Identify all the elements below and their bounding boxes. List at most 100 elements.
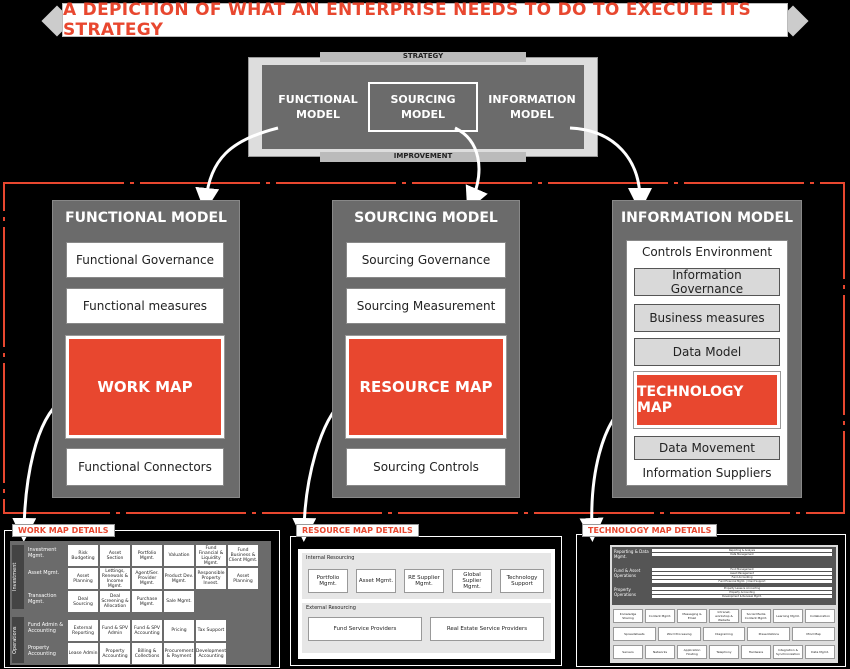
- strategy-sourcing-model: SOURCING MODEL: [368, 82, 478, 132]
- technology-cell: Messaging & Email: [677, 609, 707, 623]
- technology-operations-band: Reporting & Data Mgmt.Reporting & Analys…: [612, 547, 836, 605]
- internal-resourcing-group: Internal Resourcing Portfolio Mgmt. Asse…: [302, 553, 551, 599]
- work-map-cell: Deal Screening & Allocation: [100, 591, 130, 612]
- work-map-cell: External Reporting: [68, 620, 98, 641]
- work-map-row-label: Property Accounting: [28, 645, 56, 657]
- data-movement: Data Movement: [634, 436, 780, 460]
- internal-cell: RE Supplier Mgmt.: [404, 569, 444, 593]
- technology-cell: Diagraming: [702, 627, 746, 641]
- internal-cell: Technology Support: [500, 569, 544, 593]
- work-map-details-panel: Investment Operations Investment Mgmt. Ri…: [10, 541, 271, 665]
- technology-cell: Collaboration: [805, 609, 835, 623]
- external-cell: Real Estate Service Providers: [430, 617, 544, 641]
- work-map-cell: Asset Planning: [68, 568, 98, 589]
- sourcing-measurement: Sourcing Measurement: [346, 288, 506, 324]
- data-model: Data Model: [634, 338, 780, 366]
- work-map-details-tab: WORK MAP DETAILS: [12, 524, 115, 537]
- internal-cell: Global Suplier Mgmt.: [452, 569, 492, 593]
- work-map-row-label: Transaction Mgmt.: [28, 593, 57, 605]
- technology-row-line: Development & Renewal Mgmt.: [652, 595, 832, 598]
- work-map-cell: Risk Budgeting: [68, 545, 98, 566]
- work-map-cell: Asset Planning: [228, 568, 258, 589]
- technology-row-label: Fund & Asset Operations: [614, 568, 641, 578]
- external-cell: Fund Service Providers: [308, 617, 422, 641]
- technology-cell: Integration & Synchronization: [773, 645, 803, 659]
- resource-map: RESOURCE MAP: [345, 335, 507, 439]
- technology-row-line: Property Accounting: [652, 591, 832, 594]
- technology-cell: Data Mgmt.: [805, 645, 835, 659]
- work-map-cell: Portfolio Mgmt.: [132, 545, 162, 566]
- technology-row-line: Reporting & Analysis: [652, 549, 832, 552]
- work-map-cell: Billing & Collections: [132, 643, 162, 664]
- functional-model-title: FUNCTIONAL MODEL: [65, 210, 227, 226]
- technology-cell: Content Mgmt.: [645, 609, 675, 623]
- technology-row-label: Property Operations: [614, 587, 636, 597]
- work-map-cell: Lettings, Renewals & Income Mgmt.: [100, 568, 130, 589]
- resource-map-details-frame: [290, 536, 562, 666]
- internal-cell: Portfolio Mgmt.: [308, 569, 348, 593]
- work-map-cell: Product Dev. Mgmt.: [164, 568, 194, 589]
- technology-cell: Mind Map: [792, 627, 835, 641]
- resource-map-details-tab: RESOURCE MAP DETAILS: [296, 524, 419, 537]
- technology-row-line: Property Lease & Accounting: [652, 587, 832, 590]
- technology-row-line: Data Management: [652, 553, 832, 556]
- sourcing-model-title: SOURCING MODEL: [354, 210, 498, 226]
- strategy-functional-model: FUNCTIONAL MODEL: [278, 93, 358, 121]
- technology-map: TECHNOLOGY MAP: [633, 371, 781, 429]
- external-resourcing-title: External Resourcing: [306, 605, 356, 611]
- work-map-cell: Fund & SPV Admin: [100, 620, 130, 641]
- technology-cell: Social Media Content Mgmt.: [741, 609, 771, 623]
- technology-row-line: Fund Financial Mgmt. | Client Support: [652, 580, 832, 583]
- functional-connectors: Functional Connectors: [66, 448, 224, 486]
- technology-cell: Word Processing: [657, 627, 701, 641]
- work-map-row-label: Asset Mgmt.: [28, 570, 60, 576]
- information-model-title: INFORMATION MODEL: [620, 210, 794, 226]
- technology-cell: Telephony: [709, 645, 739, 659]
- sourcing-controls: Sourcing Controls: [346, 448, 506, 486]
- work-map-cell: Valuation: [164, 545, 194, 566]
- functional-measures: Functional measures: [66, 288, 224, 324]
- section-investment: Investment: [12, 545, 24, 609]
- technology-cell: Presentations: [747, 627, 791, 641]
- strategy-panel: [262, 65, 584, 149]
- internal-resourcing-title: Internal Resourcing: [306, 555, 355, 561]
- section-operations: Operations: [12, 617, 24, 663]
- sourcing-governance: Sourcing Governance: [346, 242, 506, 278]
- technology-cell: Spreadsheets: [613, 627, 656, 641]
- strategy-information-model: INFORMATION MODEL: [488, 93, 576, 121]
- work-map-row-label: Investment Mgmt.: [28, 547, 57, 559]
- work-map-cell: Purchase Mgmt.: [132, 591, 162, 612]
- work-map-cell: Tax Support: [196, 620, 226, 641]
- technology-cell: Hardware: [741, 645, 771, 659]
- work-map-cell: Sale Mgmt.: [164, 591, 194, 612]
- technology-map-details-panel: Reporting & Data Mgmt.Reporting & Analys…: [610, 545, 838, 663]
- work-map-cell: Fund Business & Client Mgmt.: [228, 545, 258, 566]
- technology-row-line: Asset Management: [652, 572, 832, 575]
- work-map: WORK MAP: [65, 335, 225, 439]
- technology-cell: Intranet, workshop & Website: [709, 609, 739, 623]
- work-map-cell: Property Accounting: [100, 643, 130, 664]
- technology-cell: Application Hosting: [677, 645, 707, 659]
- technology-cell: Knowledge Sharing: [613, 609, 643, 623]
- work-map-cell: Agent/Ser. Provider Mgmt.: [132, 568, 162, 589]
- external-resourcing-group: External Resourcing Fund Service Provide…: [302, 603, 551, 653]
- functional-governance: Functional Governance: [66, 242, 224, 278]
- execution-boundary: [3, 182, 845, 514]
- work-map-details-frame: [4, 530, 280, 668]
- work-map-cell: Procurement & Payment: [164, 643, 194, 664]
- work-map-row-label: Fund Admin & Accounting: [28, 622, 64, 634]
- technology-row-label: Reporting & Data Mgmt.: [614, 549, 649, 559]
- internal-cell: Asset Mgmt.: [356, 569, 396, 593]
- business-measures: Business measures: [634, 304, 780, 332]
- work-map-cell: Deal Sourcing: [68, 591, 98, 612]
- technology-cell: Servers: [613, 645, 643, 659]
- technology-row-line: Fund Management: [652, 568, 832, 571]
- information-governance: Information Governance: [634, 268, 780, 296]
- work-map-cell: Lease Admin: [68, 643, 98, 664]
